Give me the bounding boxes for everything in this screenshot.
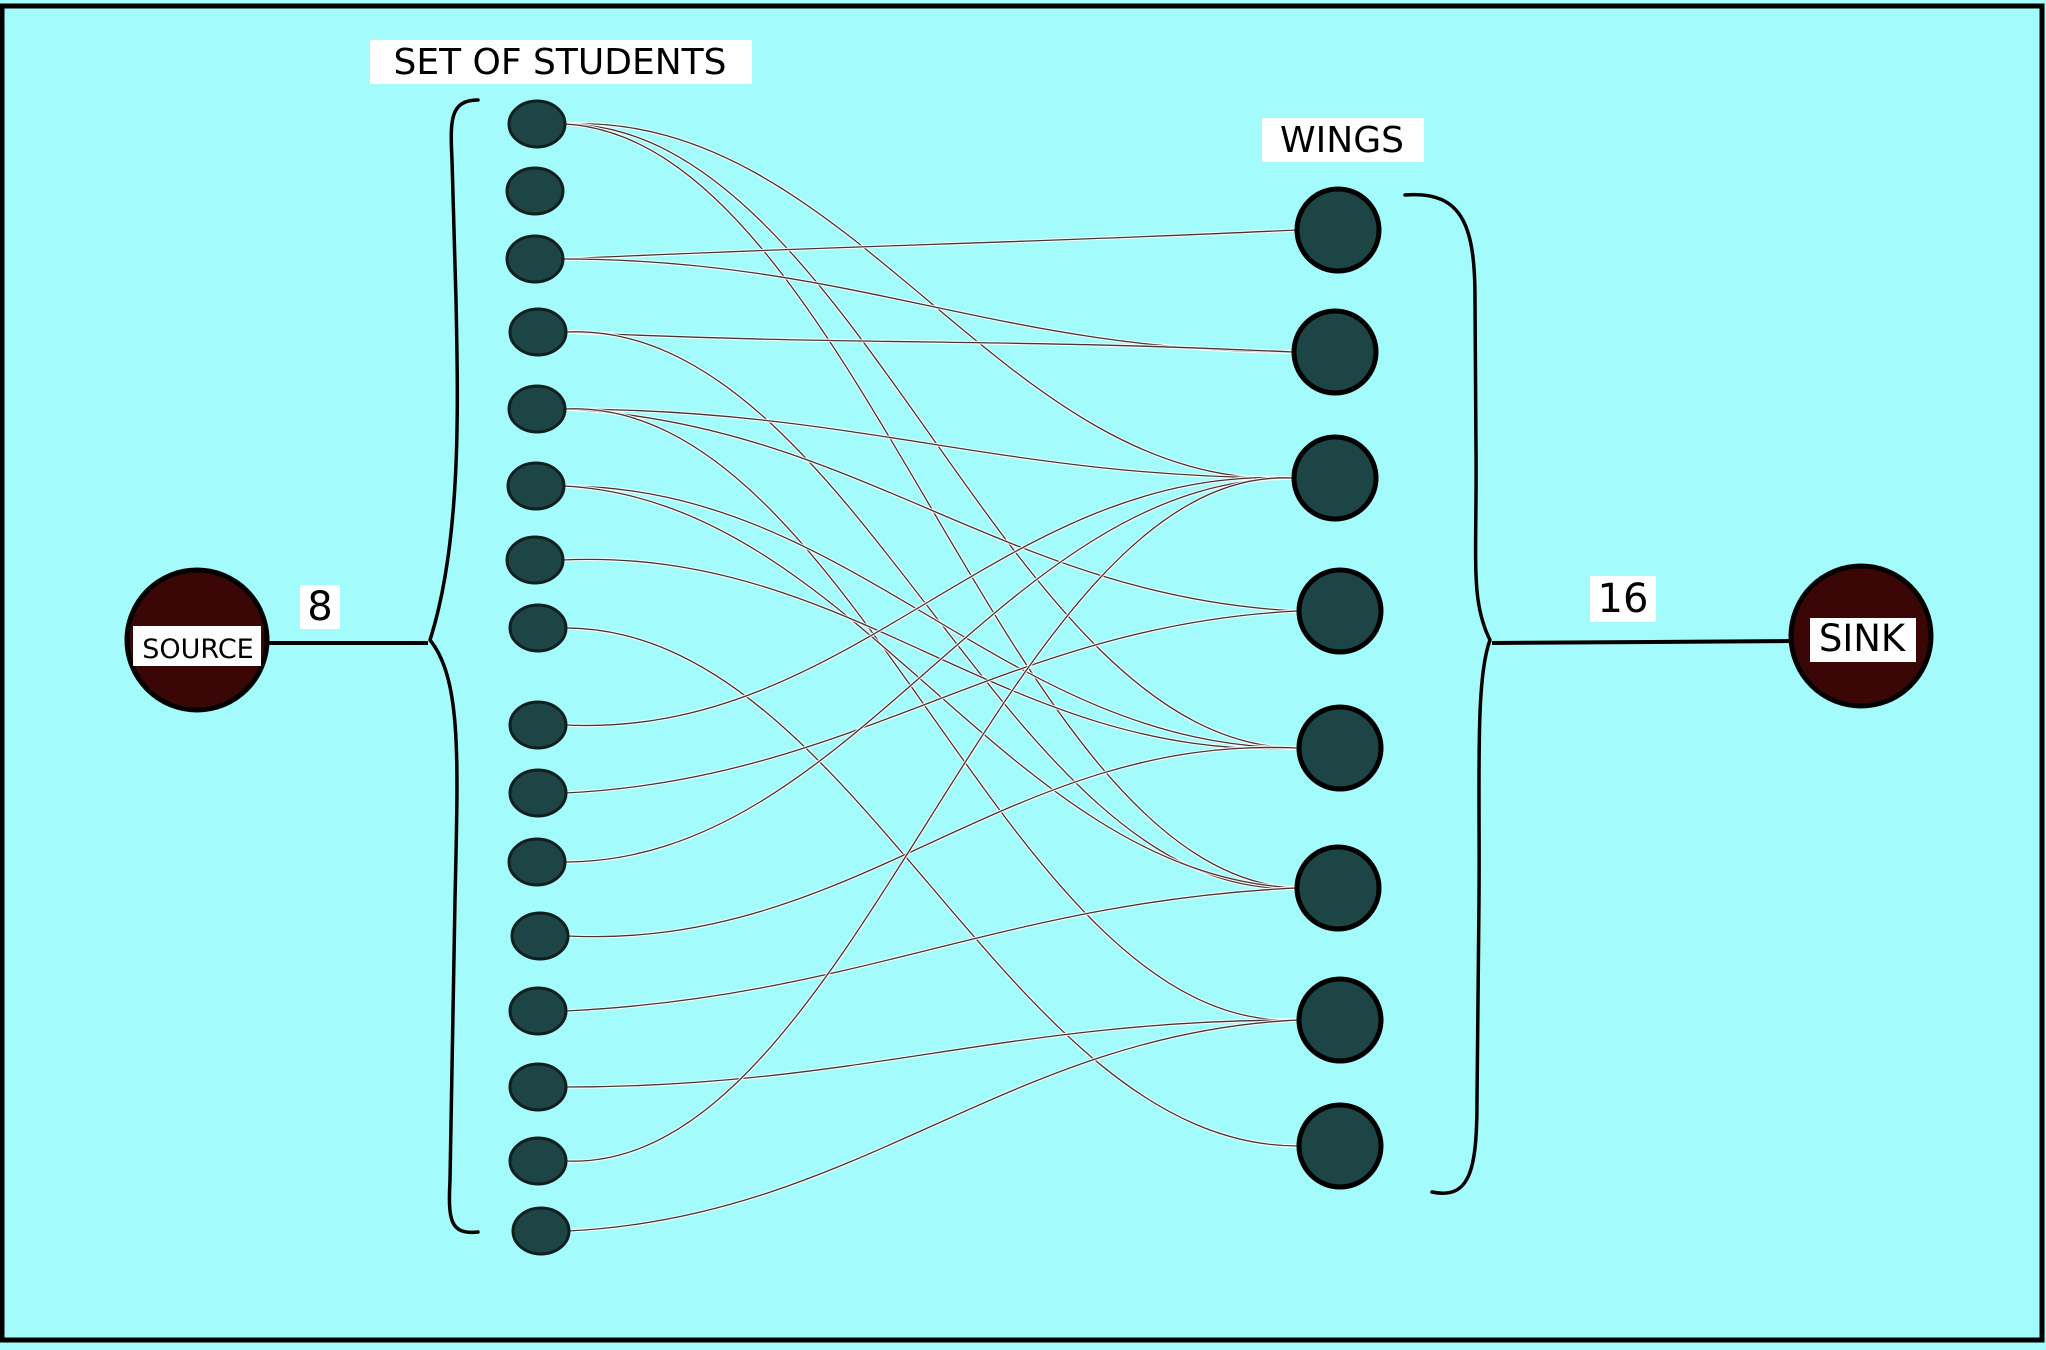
student-wing-edge — [562, 485, 1299, 749]
wing-node — [1296, 704, 1384, 792]
wings-label-bg — [1262, 118, 1424, 162]
student-node — [506, 461, 566, 511]
student-wing-edge — [563, 408, 1299, 612]
student-node — [508, 768, 568, 818]
sink-label: SINK — [1819, 617, 1907, 660]
student-node — [507, 837, 567, 887]
students-brace — [428, 98, 480, 1235]
student-wing-edge — [563, 477, 1294, 863]
student-wing-edge — [562, 485, 1297, 889]
sink-connector-line — [1491, 639, 1795, 645]
students-label: SET OF STUDENTS — [394, 42, 727, 83]
student-wing-edge — [563, 408, 1299, 1021]
sink-capacity-bg — [1590, 576, 1656, 622]
wings-label: WINGS — [1280, 120, 1404, 161]
student-nodes — [505, 99, 571, 1256]
wing-node — [1296, 1102, 1384, 1190]
students-label-bg — [370, 40, 752, 84]
student-wing-edge — [564, 331, 1294, 353]
wing-node — [1294, 844, 1382, 932]
source-edge-capacity: 8 — [307, 584, 332, 630]
source-label: SOURCE — [142, 634, 253, 665]
student-node — [507, 384, 567, 434]
sink-edge-capacity: 16 — [1598, 576, 1649, 622]
student-wing-edge — [564, 610, 1299, 794]
student-node — [508, 603, 568, 653]
student-wing-edge — [564, 627, 1299, 1147]
wing-node — [1296, 567, 1384, 655]
student-wing-edges — [561, 122, 1299, 1233]
wing-node — [1294, 186, 1382, 274]
student-wing-edge — [564, 476, 1294, 727]
wing-node — [1296, 976, 1384, 1064]
wing-nodes — [1291, 186, 1384, 1190]
student-wing-edge — [563, 123, 1299, 749]
wing-node — [1291, 308, 1379, 396]
student-wing-edge — [564, 1019, 1299, 1088]
student-node — [505, 234, 565, 284]
student-wing-edge — [566, 746, 1299, 938]
student-wing-edge — [561, 229, 1297, 260]
source-node: SOURCE — [124, 567, 270, 713]
student-wing-edge — [564, 477, 1294, 1162]
student-wing-edge — [564, 887, 1297, 1012]
student-node — [508, 986, 568, 1036]
student-node — [510, 911, 570, 961]
student-node — [508, 1062, 568, 1112]
student-wing-edge — [563, 123, 1297, 889]
student-wing-edge — [564, 331, 1297, 889]
student-node — [508, 1136, 568, 1186]
student-node — [508, 307, 568, 357]
wings-brace — [1403, 192, 1492, 1195]
source-capacity-bg — [300, 585, 340, 629]
wing-node — [1291, 434, 1379, 522]
student-node — [508, 700, 568, 750]
sink-node: SINK — [1788, 563, 1934, 709]
student-node — [511, 1206, 571, 1256]
student-wing-edge — [567, 1019, 1299, 1232]
student-wing-edge — [561, 558, 1299, 750]
outer-frame — [0, 3, 2045, 1343]
student-wing-edge — [563, 408, 1294, 479]
student-wing-edge — [563, 123, 1294, 479]
student-node — [505, 166, 565, 216]
student-node — [507, 99, 567, 149]
student-node — [505, 535, 565, 585]
